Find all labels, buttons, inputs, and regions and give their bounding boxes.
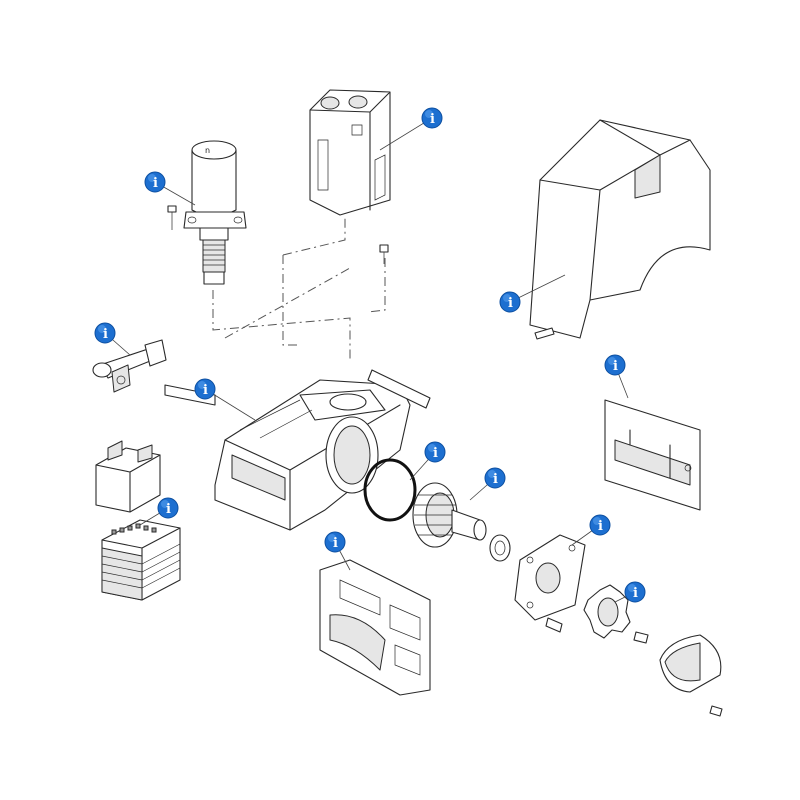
terminal-block-part <box>95 440 161 513</box>
o-ring-part <box>363 458 417 522</box>
info-icon[interactable]: i <box>194 378 216 400</box>
info-glyph: i <box>613 359 618 374</box>
info-icon[interactable]: i <box>484 467 506 489</box>
info-icon[interactable]: i <box>421 107 443 129</box>
motor-logo: n <box>205 146 210 155</box>
info-glyph: i <box>598 519 603 534</box>
bearing-washer-part <box>489 534 511 562</box>
info-glyph: i <box>430 112 435 127</box>
info-icon[interactable]: i <box>499 291 521 313</box>
housing-part <box>164 369 431 531</box>
info-callouts: i i i i i i i i <box>94 107 646 603</box>
drive-gear-part <box>412 482 487 548</box>
flange-plate-part <box>514 534 586 621</box>
info-icon[interactable]: i <box>604 354 626 376</box>
info-glyph: i <box>633 586 638 601</box>
info-glyph: i <box>103 327 108 342</box>
info-glyph: i <box>166 502 171 517</box>
info-glyph: i <box>493 472 498 487</box>
info-glyph: i <box>333 536 338 551</box>
board-mount-part <box>319 559 431 696</box>
info-icon[interactable]: i <box>624 581 646 603</box>
info-icon[interactable]: i <box>589 514 611 536</box>
info-icon[interactable]: i <box>324 531 346 553</box>
info-glyph: i <box>203 383 208 398</box>
cover-part <box>529 119 711 340</box>
transformer-part <box>101 519 181 601</box>
info-icon[interactable]: i <box>157 497 179 519</box>
info-glyph: i <box>508 296 513 311</box>
motor-part: n <box>167 140 247 285</box>
release-key-part <box>92 339 167 393</box>
info-icon[interactable]: i <box>144 171 166 193</box>
info-glyph: i <box>433 446 438 461</box>
info-icon[interactable]: i <box>94 322 116 344</box>
pinion-gear-part <box>545 584 649 644</box>
pinion-cover-part <box>659 634 723 717</box>
info-glyph: i <box>153 176 158 191</box>
control-board-part <box>309 89 391 264</box>
assembly-guide-lines <box>212 215 386 360</box>
info-icon[interactable]: i <box>424 441 446 463</box>
photocell-bracket-part <box>604 399 701 511</box>
